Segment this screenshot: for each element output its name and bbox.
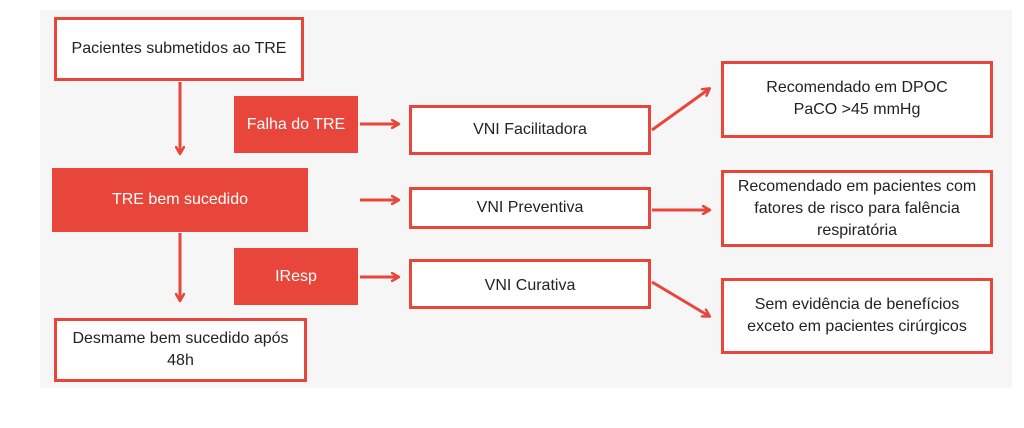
arrow-facilitadora-to-dpoc bbox=[651, 89, 709, 132]
arrow-curativa-to-sem-evidencia bbox=[651, 280, 709, 316]
node-rec-risco: Recomendado em pacientes com fatores de … bbox=[721, 170, 993, 247]
node-iresp: IResp bbox=[234, 248, 358, 305]
node-fail: Falha do TRE bbox=[234, 96, 358, 153]
node-rec-dpoc: Recomendado em DPOC PaCO >45 mmHg bbox=[721, 61, 993, 138]
node-vni-facilitadora: VNI Facilitadora bbox=[409, 105, 651, 155]
node-vni-preventiva: VNI Preventiva bbox=[409, 187, 651, 229]
node-vni-curativa: VNI Curativa bbox=[409, 259, 651, 309]
node-sem-evidencia: Sem evidência de benefícios exceto em pa… bbox=[721, 278, 993, 354]
node-start: Pacientes submetidos ao TRE bbox=[54, 17, 304, 81]
node-end: Desmame bem sucedido após 48h bbox=[54, 318, 307, 382]
node-success: TRE bem sucedido bbox=[52, 168, 308, 232]
